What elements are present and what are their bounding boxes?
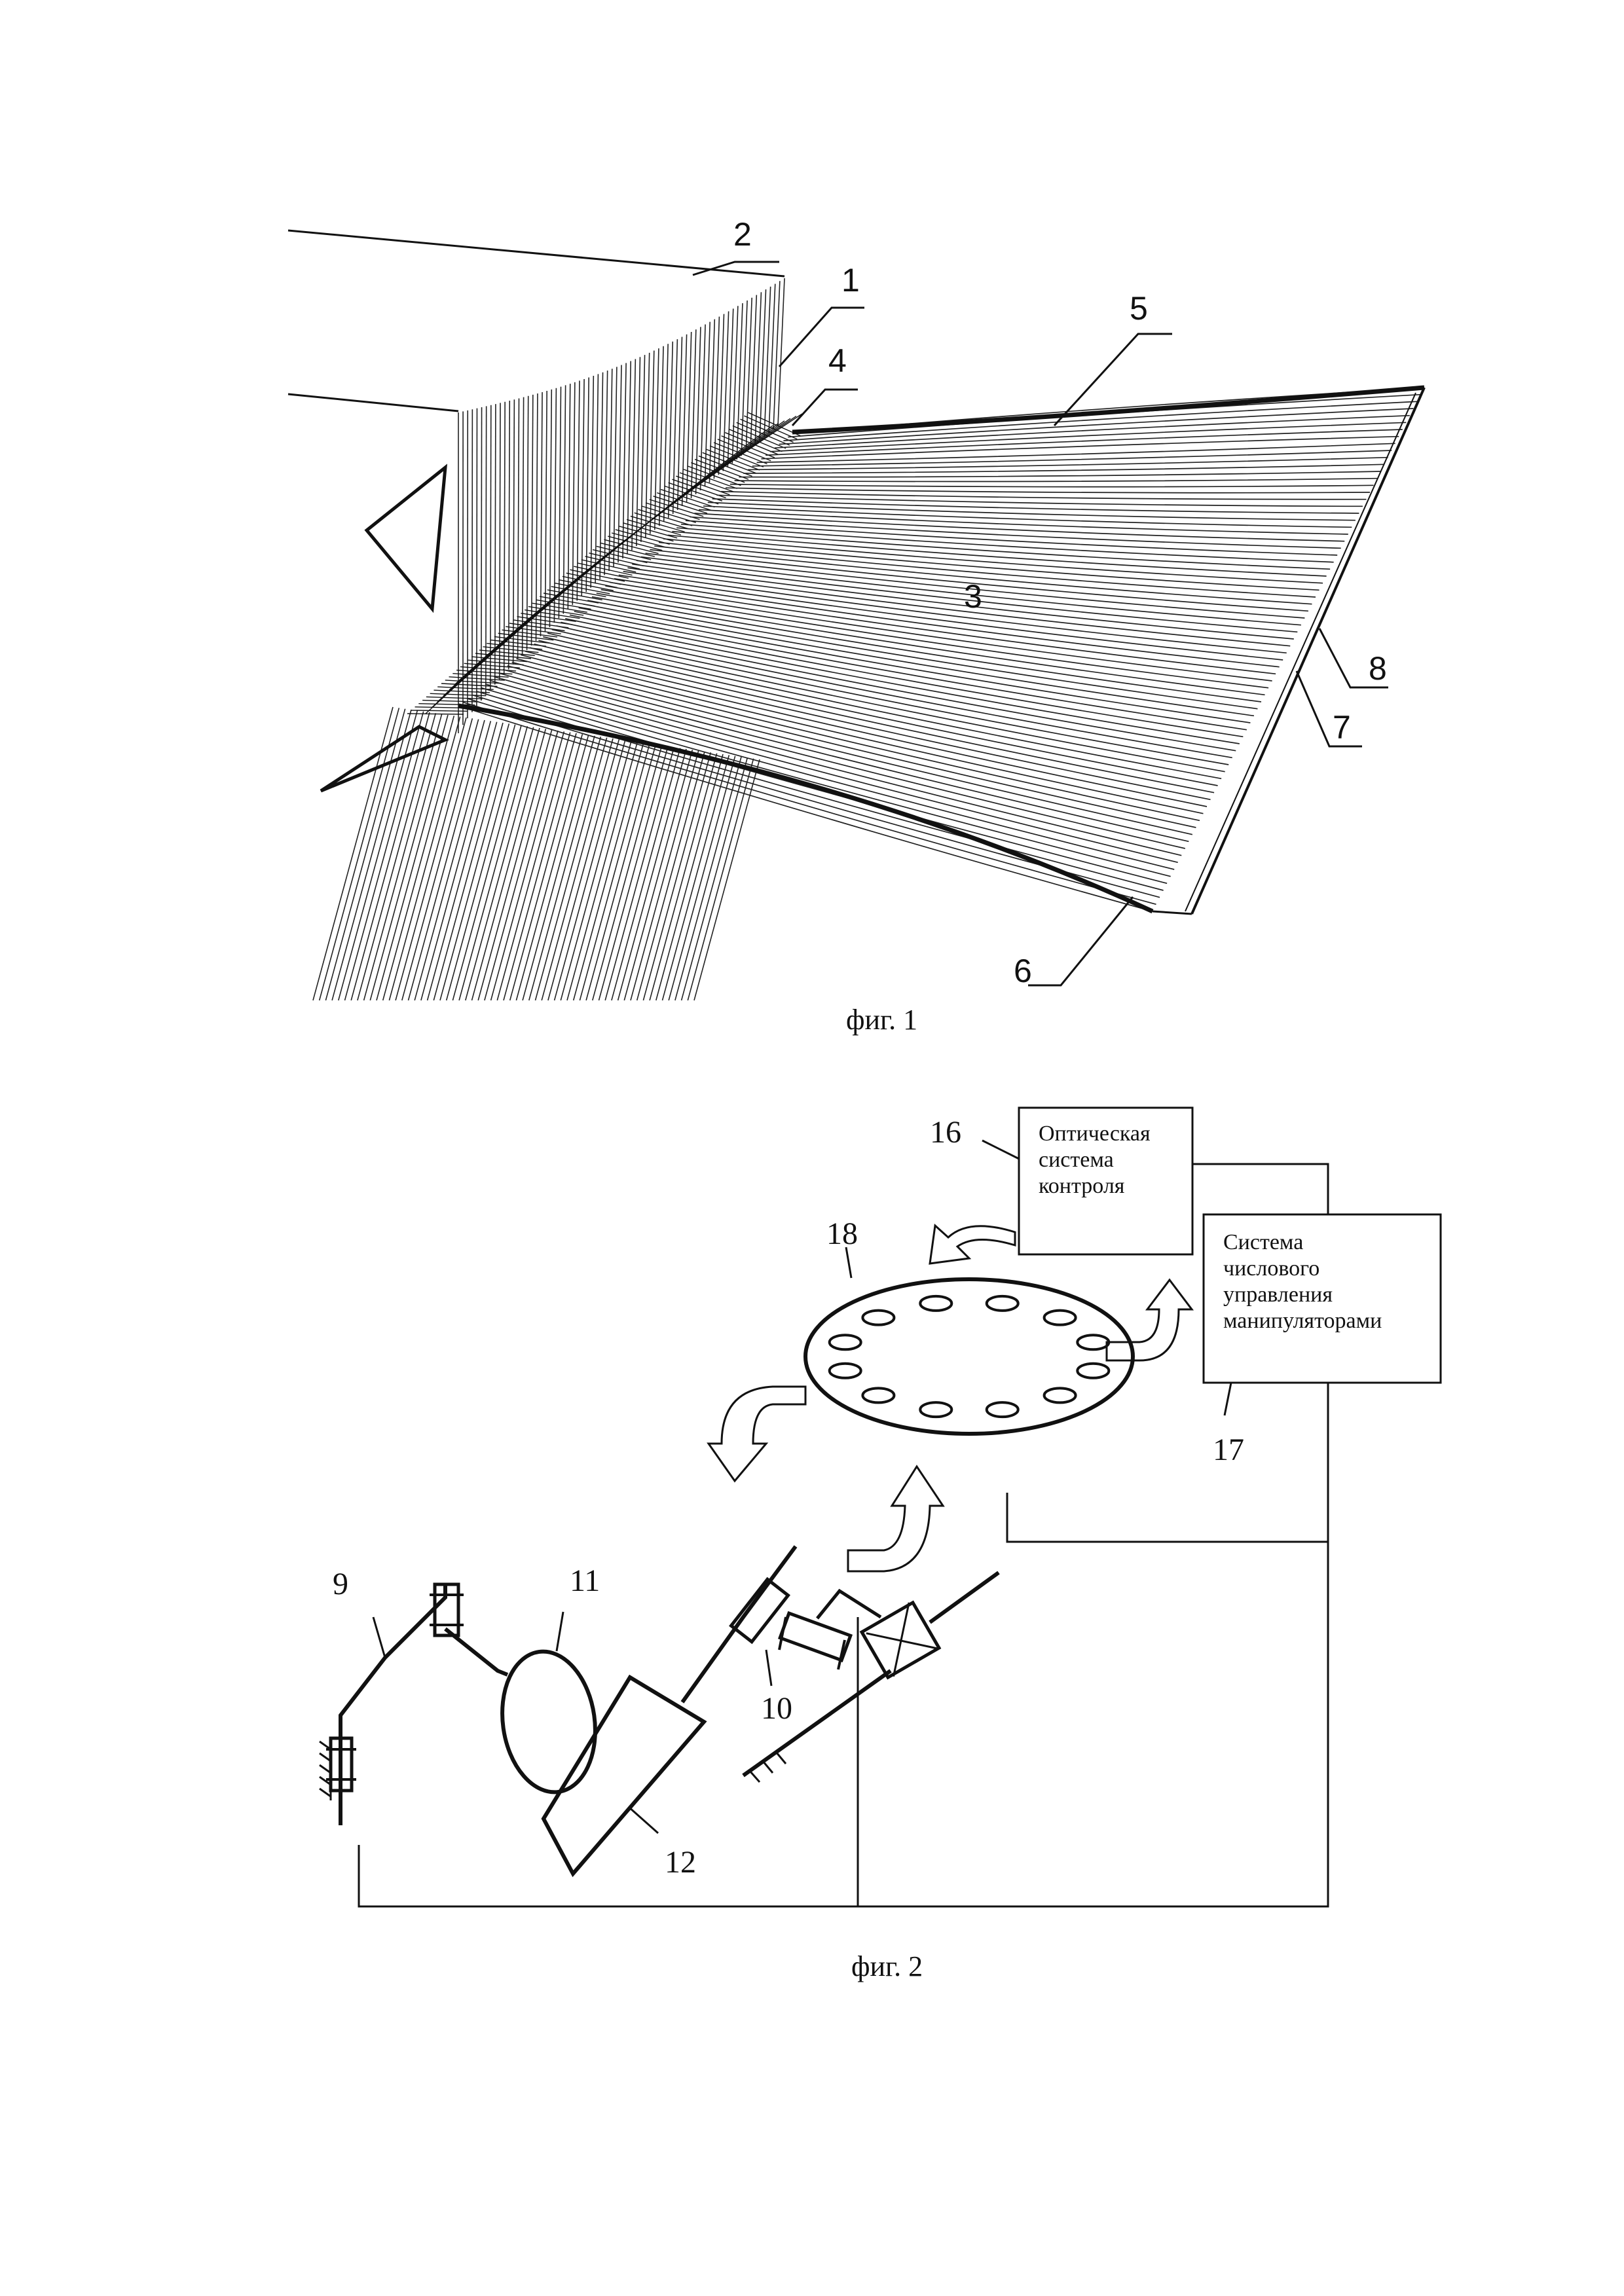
turntable-hole (828, 1362, 862, 1379)
leader-10 (765, 1649, 773, 1686)
turntable-hole (919, 1294, 953, 1312)
ground-hatch-9 (319, 1740, 332, 1800)
fig1-label-8: 8 (1369, 650, 1387, 687)
fig2-label-11: 11 (570, 1563, 600, 1598)
leader-8 (1318, 628, 1388, 689)
blade-edge-5 (792, 385, 1425, 435)
fig2-label-16: 16 (930, 1115, 961, 1150)
blade-edge-7-inner (1185, 392, 1416, 912)
fig1-label-7: 7 (1333, 709, 1351, 746)
fig1-label-5: 5 (1130, 290, 1148, 327)
wire-turntable-cnc (1006, 1493, 1328, 1543)
manipulator-10-actuator (859, 1600, 942, 1680)
fig1-label-4: 4 (828, 342, 847, 379)
leader-17 (1223, 1382, 1232, 1416)
turntable-hole (985, 1294, 1020, 1312)
figure-2: Оптическая система контроля Система числ… (319, 1106, 1442, 1982)
wire-cnc-manipulator-9 (358, 1383, 1329, 1908)
figure-1: 2 1 4 5 3 8 7 6 фиг. 1 (287, 216, 1426, 1036)
wire-optical-cnc (1192, 1163, 1329, 1214)
blade-edge-7-8 (1190, 387, 1426, 915)
leader-9 (372, 1616, 386, 1658)
hub-mid-line (287, 393, 459, 412)
arrow-from-manipulator (847, 1465, 945, 1573)
optical-box-text: Оптическая система контроля (1039, 1121, 1156, 1198)
turntable-hole (1076, 1334, 1111, 1351)
workpiece-11 (500, 1649, 597, 1795)
turntable-hole (861, 1387, 896, 1404)
actuator-cross (866, 1602, 938, 1677)
leader-1 (778, 306, 864, 367)
cnc-manipulator-box (1202, 1213, 1442, 1384)
manipulator-10-joint-a (729, 1576, 790, 1645)
manipulator-9-arm (339, 1584, 447, 1825)
joint-b-bands (778, 1616, 846, 1670)
leader-2 (692, 261, 779, 276)
manipulator-10-base (742, 1571, 1000, 1777)
ground-hatch-10 (748, 1751, 787, 1783)
figure-2-caption: фиг. 2 (851, 1950, 923, 1982)
fig1-label-2: 2 (733, 216, 752, 253)
optical-control-box (1018, 1106, 1194, 1256)
manipulator-10-bracket (816, 1588, 882, 1620)
arrow-to-turntable (929, 1223, 1016, 1265)
blade-edge-6 (458, 703, 1154, 914)
leader-11 (555, 1611, 564, 1652)
turntable-hole (861, 1309, 896, 1326)
manipulator-9-link (444, 1627, 509, 1677)
hub-triangle-upper (364, 464, 448, 613)
arrow-to-cnc (1105, 1278, 1194, 1362)
manipulator-10-joint-b (777, 1611, 853, 1663)
turntable-hole (919, 1401, 953, 1419)
leader-12 (628, 1806, 659, 1834)
blade-tip-corner (1152, 910, 1192, 915)
cnc-box-text: Система числового управления манипулятор… (1223, 1230, 1382, 1333)
turntable-holes (828, 1294, 1111, 1419)
turntable-18 (803, 1277, 1135, 1436)
leader-16 (982, 1139, 1020, 1160)
hub-top-line (287, 229, 785, 278)
manipulator-10-arm (680, 1545, 798, 1704)
fig2-label-9: 9 (333, 1567, 348, 1601)
leader-4 (791, 388, 858, 427)
fig2-label-10: 10 (761, 1691, 792, 1726)
joint-upper-bands (430, 1594, 464, 1626)
leader-5 (1053, 333, 1172, 427)
turntable-hole (1043, 1309, 1077, 1326)
turntable-hole (1076, 1362, 1111, 1379)
leader-18 (845, 1247, 853, 1279)
manipulator-9-joint-upper (433, 1582, 460, 1637)
tool-12 (541, 1674, 707, 1878)
blade-surface-hatching (458, 387, 1425, 912)
turntable-hole (828, 1334, 862, 1351)
fig2-label-12: 12 (665, 1845, 696, 1880)
arrow-to-gripper (707, 1385, 807, 1483)
hub-wall-hatching (312, 706, 760, 1001)
turntable-hole (1043, 1387, 1077, 1404)
fig1-label-6: 6 (1014, 953, 1032, 989)
leader-7 (1295, 670, 1362, 748)
figure-1-caption: фиг. 1 (846, 1004, 917, 1036)
fig2-label-17: 17 (1213, 1432, 1244, 1467)
hub-triangle-lower (320, 725, 450, 793)
turntable-hole (985, 1401, 1020, 1419)
fig1-label-1: 1 (841, 262, 860, 299)
fig1-label-3: 3 (964, 578, 982, 615)
leader-6 (1028, 896, 1134, 987)
fig2-label-18: 18 (826, 1216, 858, 1251)
